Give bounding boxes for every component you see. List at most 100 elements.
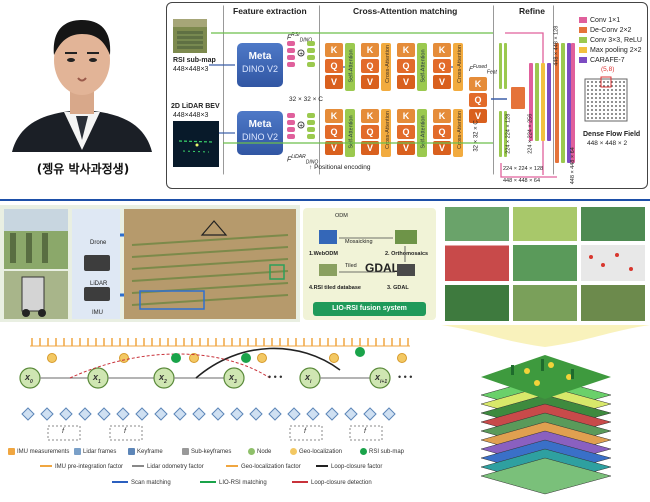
flow-dot (607, 117, 609, 119)
legend-swatch (112, 481, 128, 484)
header-feature-extraction: Feature extraction (233, 6, 307, 16)
self-attention-block: Self-Attention (345, 109, 355, 157)
lidar-frame-marker (59, 407, 73, 421)
flow-dot (615, 101, 617, 103)
flow-dot (611, 113, 613, 115)
lidar-frame-marker (363, 407, 377, 421)
legend-swatch (132, 465, 144, 468)
mosaicking-label: Mosaicking (345, 239, 373, 245)
tiled-label: Tiled (345, 263, 357, 269)
flow-dot (599, 109, 601, 111)
legend-swatch (360, 448, 367, 455)
factor-graph-legend-item: Lidar frames (74, 448, 116, 455)
flow-dot (599, 97, 601, 99)
flow-dot (587, 105, 589, 107)
sub-keyframe-label: f (62, 428, 64, 435)
flow-dot (615, 117, 617, 119)
refine-bar (499, 43, 502, 89)
flow-dot (591, 97, 593, 99)
factor-graph-legend-item: Geo-localization (290, 448, 342, 455)
header-refine: Refine (519, 6, 545, 16)
lidar-frame-marker (40, 407, 54, 421)
flow-dot (615, 89, 617, 91)
legend-label: CARAFE-7 (590, 57, 625, 64)
node-label: x3 (229, 372, 237, 385)
refine-deconv-block (511, 87, 525, 109)
flow-field-size: 448 × 448 × 2 (587, 140, 628, 147)
flow-dot (619, 117, 621, 119)
legend-label: RSI sub-map (369, 449, 405, 456)
cross-attention-block: Cross-Attention (453, 43, 463, 91)
positional-encoding-label: ↑ Positional encoding (309, 164, 371, 171)
imu-label: IMU (92, 310, 103, 316)
legend-swatch (8, 448, 15, 455)
legend-label: IMU measurements (17, 449, 70, 456)
stack-layer (480, 457, 612, 495)
refine-bar (504, 43, 507, 89)
flow-dot (619, 97, 621, 99)
lidar-label: 2D LiDAR BEV (171, 103, 220, 110)
flow-dot (607, 109, 609, 111)
imu-preintegration-node (397, 353, 407, 363)
dim-label: 448 × 448 × 64 (569, 147, 576, 185)
flow-dot (587, 81, 589, 83)
legend-swatch (290, 448, 297, 455)
lidar-frame-marker (230, 407, 244, 421)
node-label: x2 (159, 372, 167, 385)
flow-dot (599, 81, 601, 83)
legend-swatch (40, 465, 52, 468)
imu-preintegration-node (119, 353, 129, 363)
flow-dot (607, 93, 609, 95)
lidar-frame-marker (21, 407, 35, 421)
separator-line (553, 5, 554, 175)
flow-dot (603, 89, 605, 91)
matching-legend-item: Loop-closure detection (292, 480, 372, 486)
flow-dot (619, 89, 621, 91)
lidar-frame-marker (78, 407, 92, 421)
flow-dot (599, 85, 601, 87)
flow-dot (599, 113, 601, 115)
flow-dot (587, 97, 589, 99)
lidar-frame-marker (344, 407, 358, 421)
gdal-step-icons (319, 230, 417, 276)
portrait-caption: (젱유 박사과정생) (36, 162, 130, 176)
grid-dim-label: 32 × 32 × C (289, 96, 323, 103)
flow-coordinate: (5,8) (601, 66, 615, 73)
flow-dot (623, 81, 625, 83)
legend-swatch (316, 465, 328, 468)
flow-dot (619, 85, 621, 87)
legend-label: Lidar frames (83, 449, 117, 456)
flow-dot (591, 117, 593, 119)
flow-dot (595, 113, 597, 115)
legend-swatch (579, 37, 587, 44)
flow-dot (623, 117, 625, 119)
flow-dot (615, 105, 617, 107)
refine-bar (529, 63, 533, 141)
flow-dot (587, 113, 589, 115)
flow-dot (595, 117, 597, 119)
cross-attention-block: Cross-Attention (381, 43, 391, 91)
lidar-frame-marker (382, 407, 396, 421)
flow-field-label: Dense Flow Field (583, 131, 641, 138)
field-photo-panels (0, 205, 300, 322)
legend-label: Loop-closure detection (311, 480, 372, 486)
flow-dot (599, 105, 601, 107)
imu-preintegration-node (189, 353, 199, 363)
refine-bar (504, 111, 507, 157)
legend-swatch (579, 57, 587, 64)
legend-label: De-Conv 2×2 (590, 27, 632, 34)
imu-preintegration-node (257, 353, 267, 363)
legend-label: Geo-localization (299, 449, 343, 456)
node-label: x0 (25, 372, 33, 385)
flow-dot (599, 93, 601, 95)
sub-keyframe-box (289, 425, 323, 441)
graph-node (223, 367, 245, 389)
flow-dot (619, 113, 621, 115)
flow-dot (623, 109, 625, 111)
